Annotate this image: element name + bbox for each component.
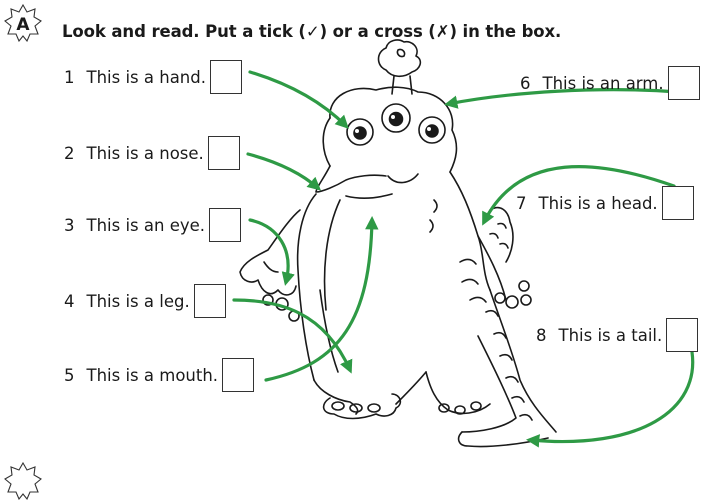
item-number: 4: [64, 291, 75, 311]
answer-box-8[interactable]: [666, 318, 699, 352]
item-text: This is an eye.: [86, 215, 206, 235]
item-text: This is a nose.: [86, 143, 204, 163]
item-number: 2: [64, 143, 75, 163]
arrow-4: [232, 298, 353, 374]
item-7: 7 This is a head.: [516, 186, 694, 220]
item-1: 1 This is a hand.: [64, 60, 242, 94]
arrow-7: [482, 164, 676, 226]
item-number: 3: [64, 215, 75, 235]
item-2: 2 This is a nose.: [64, 136, 240, 170]
arrow-5: [264, 215, 379, 382]
item-8: 8 This is a tail.: [536, 318, 699, 352]
answer-box-5[interactable]: [222, 358, 255, 392]
item-number: 5: [64, 365, 75, 385]
arrows: [232, 70, 695, 448]
monster-outline: [239, 39, 557, 448]
answer-box-2[interactable]: [207, 136, 240, 170]
item-3: 3 This is an eye.: [64, 208, 242, 242]
answer-box-4[interactable]: [193, 284, 226, 318]
arrow-8: [525, 350, 695, 448]
item-5: 5 This is a mouth.: [64, 358, 255, 392]
arrow-1: [248, 70, 349, 129]
answer-box-3[interactable]: [209, 208, 242, 242]
answer-box-1[interactable]: [210, 60, 242, 94]
item-text: This is an arm.: [542, 73, 664, 93]
item-text: This is a mouth.: [86, 365, 219, 385]
item-4: 4 This is a leg.: [64, 284, 226, 318]
section-badge: A: [4, 3, 42, 43]
item-number: 8: [536, 325, 547, 345]
item-number: 7: [516, 193, 527, 213]
next-section-badge: [4, 461, 42, 501]
item-text: This is a head.: [538, 193, 658, 213]
item-text: This is a leg.: [86, 291, 190, 311]
answer-box-6[interactable]: [667, 66, 700, 100]
arrow-2: [246, 152, 322, 191]
star-badge-icon: [4, 461, 42, 501]
item-6: 6 This is an arm.: [520, 66, 700, 100]
answer-box-7[interactable]: [661, 186, 694, 220]
monster-drawing: [232, 39, 695, 448]
instruction-heading: Look and read. Put a tick (✓) or a cross…: [62, 22, 562, 41]
arrow-3: [248, 218, 295, 286]
item-text: This is a tail.: [558, 325, 663, 345]
arrow-6: [444, 88, 680, 109]
item-number: 1: [64, 67, 75, 87]
star-badge-icon: [4, 3, 42, 43]
badge-letter: A: [16, 14, 30, 35]
item-text: This is a hand.: [86, 67, 207, 87]
item-number: 6: [520, 73, 531, 93]
